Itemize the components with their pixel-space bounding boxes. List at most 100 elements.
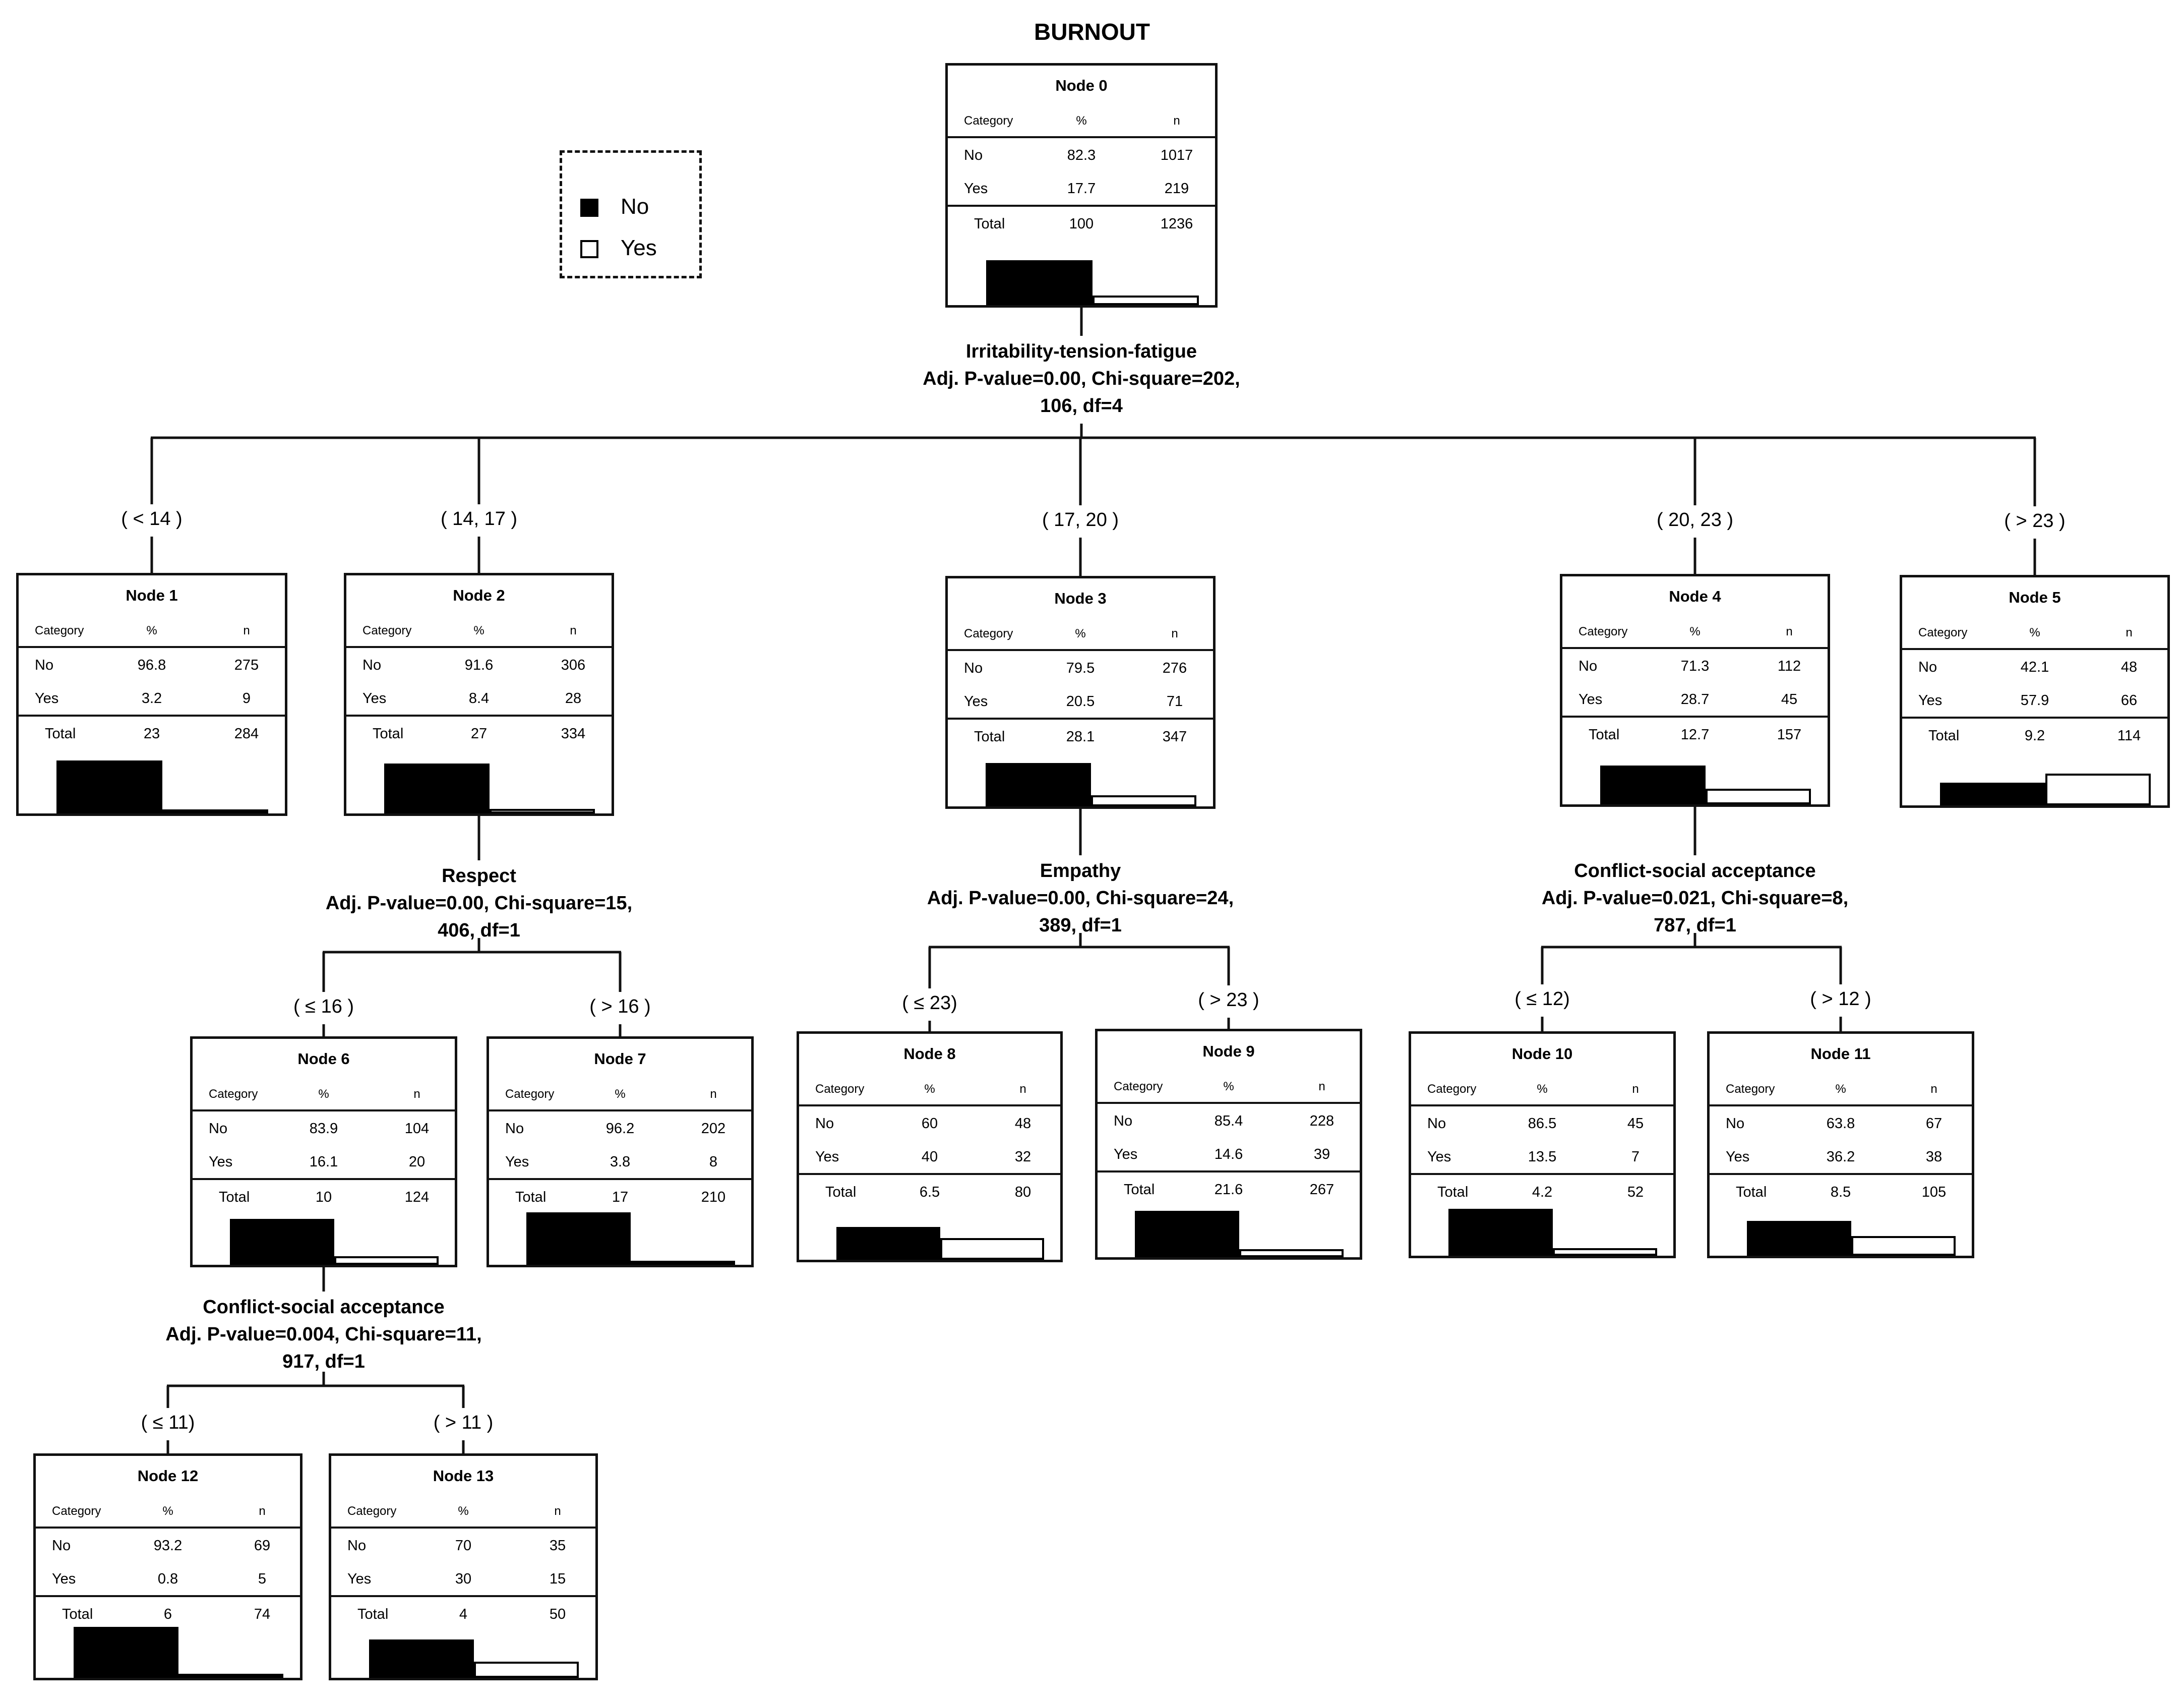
row-category: Total — [974, 216, 1005, 232]
node-divider — [19, 715, 285, 717]
row-percent: 4 — [459, 1606, 468, 1622]
bar-yes — [1851, 1236, 1956, 1256]
branch-label-node-10: ( ≤ 12) — [1514, 988, 1570, 1010]
node-divider — [1902, 648, 2167, 650]
row-percent: % — [318, 1087, 329, 1101]
row-category: No — [1114, 1113, 1133, 1129]
row-category: Category — [505, 1087, 555, 1101]
node-title: Node 12 — [137, 1467, 199, 1485]
row-category: Yes — [1114, 1146, 1138, 1162]
row-percent: % — [162, 1504, 173, 1518]
row-count: 334 — [561, 726, 586, 742]
row-count: n — [554, 1504, 561, 1518]
node-divider — [948, 649, 1213, 651]
bar-no — [836, 1227, 940, 1260]
row-category: Yes — [1918, 692, 1943, 709]
row-count: n — [570, 624, 577, 637]
bar-no — [986, 763, 1091, 806]
split-label-line: 787, df=1 — [1654, 915, 1736, 936]
branch-label-node-7: ( > 16 ) — [589, 996, 651, 1017]
row-count: 1236 — [1160, 216, 1193, 232]
node-divider — [1562, 647, 1828, 649]
row-category: Total — [1736, 1184, 1767, 1200]
split-label-line: 917, df=1 — [282, 1351, 365, 1372]
row-count: 210 — [701, 1189, 726, 1205]
row-count: 275 — [234, 657, 259, 673]
row-percent: % — [146, 624, 157, 637]
bar-yes — [1091, 795, 1196, 806]
row-count: 80 — [1014, 1184, 1032, 1200]
node-title: Node 2 — [453, 586, 505, 604]
row-category: No — [347, 1538, 367, 1554]
row-percent: 70 — [455, 1538, 472, 1554]
row-category: No — [362, 657, 382, 673]
row-category: Total — [825, 1184, 857, 1200]
bar-yes — [490, 809, 595, 813]
node-row-header: Category%n — [1411, 1082, 1673, 1102]
row-percent: 96.2 — [605, 1121, 635, 1137]
row-category: Category — [964, 627, 1013, 640]
row-percent: 93.2 — [153, 1538, 183, 1554]
row-count: 5 — [258, 1571, 267, 1587]
row-percent: % — [1835, 1082, 1846, 1096]
row-percent: % — [458, 1504, 469, 1518]
row-category: Yes — [815, 1149, 839, 1165]
row-count: 104 — [404, 1121, 430, 1137]
row-category: Yes — [362, 690, 387, 707]
row-category: Yes — [35, 690, 59, 707]
row-count: n — [1632, 1082, 1639, 1096]
row-category: No — [1918, 659, 1937, 675]
bar-yes — [940, 1238, 1044, 1260]
split-label-line: Adj. P-value=0.021, Chi-square=8, — [1541, 888, 1849, 909]
row-percent: 36.2 — [1826, 1149, 1855, 1165]
bar-no — [1600, 766, 1706, 804]
split-label-line: Adj. P-value=0.004, Chi-square=11, — [165, 1324, 482, 1345]
bar-yes — [2045, 774, 2151, 805]
row-category: Yes — [1427, 1149, 1451, 1165]
split-label-line: Adj. P-value=0.00, Chi-square=24, — [927, 888, 1234, 909]
row-count: 7 — [1631, 1149, 1640, 1165]
row-category: Yes — [209, 1154, 233, 1170]
row-count: n — [1171, 627, 1178, 640]
row-percent: 8.4 — [468, 690, 490, 707]
node-title: Node 5 — [2009, 589, 2061, 606]
row-category: Total — [219, 1189, 250, 1205]
legend-swatch-yes — [580, 240, 598, 258]
row-count: 45 — [1627, 1116, 1644, 1132]
legend-label-yes: Yes — [621, 236, 657, 260]
branch-label-node-6: ( ≤ 16 ) — [293, 996, 354, 1017]
bar-no — [74, 1627, 178, 1678]
branch-label-node-2: ( 14, 17 ) — [440, 508, 518, 530]
row-count: 32 — [1014, 1149, 1032, 1165]
node-row-header: Category%n — [1098, 1080, 1360, 1100]
row-category: Yes — [964, 693, 988, 710]
bar-no — [56, 760, 162, 813]
row-count: 48 — [1014, 1116, 1032, 1132]
row-percent: % — [615, 1087, 626, 1101]
node-title: Node 3 — [1054, 590, 1107, 607]
row-category: Category — [362, 624, 412, 637]
